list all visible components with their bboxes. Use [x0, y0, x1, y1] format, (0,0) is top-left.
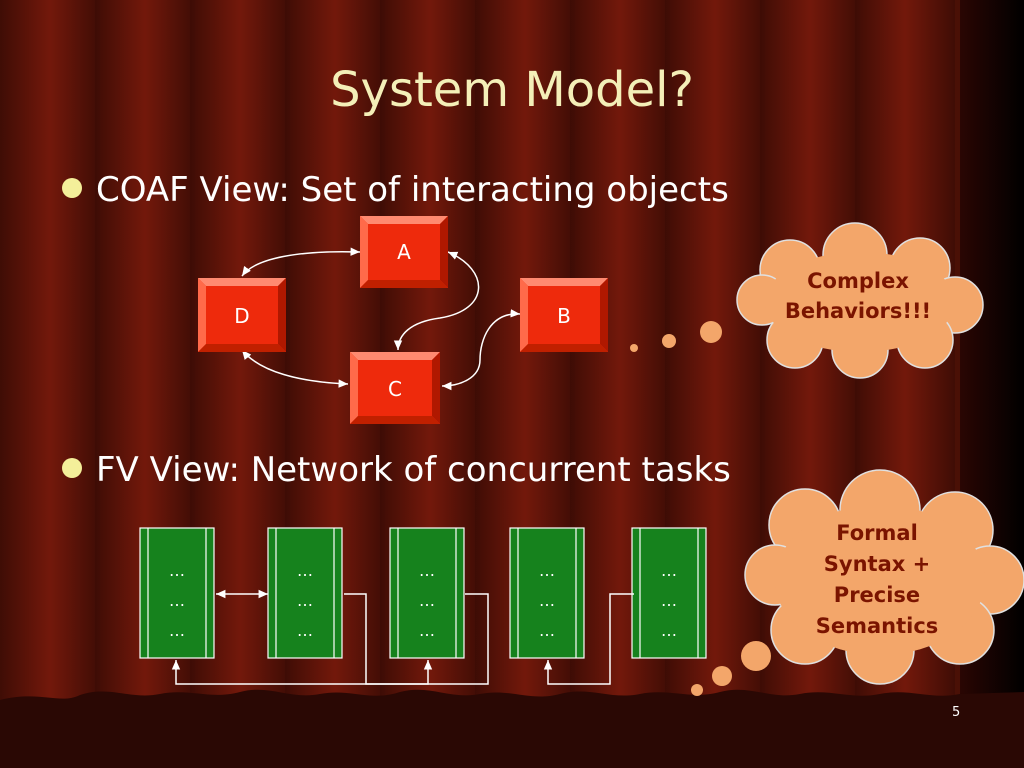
- task-line: …: [297, 621, 313, 640]
- cloud-formal-semantics: Formal Syntax + Precise Semantics: [744, 469, 1024, 685]
- cloud-bottom-line-1: Formal: [836, 521, 918, 545]
- object-c: C: [350, 352, 440, 424]
- arrow-task5-task4: [543, 593, 634, 685]
- task-connectors: [171, 589, 634, 685]
- thought-dot-medium: [712, 666, 732, 686]
- task-line: …: [661, 621, 677, 640]
- slide-title: System Model?: [330, 62, 694, 118]
- task-box: … … …: [631, 527, 707, 659]
- object-a-label: A: [397, 240, 411, 264]
- object-a: A: [360, 216, 448, 288]
- object-d-label: D: [234, 304, 249, 328]
- cloud-top-line-1: Complex: [807, 269, 909, 293]
- cloud-bottom-line-4: Semantics: [816, 614, 939, 638]
- task-line: …: [169, 561, 185, 580]
- arrow-d-c: [241, 349, 349, 388]
- arrow-a-d: [241, 247, 361, 277]
- bullet-dot-icon: [62, 457, 82, 478]
- bullet-dot-icon: [62, 177, 82, 198]
- task-line: …: [419, 621, 435, 640]
- task-line: …: [661, 591, 677, 610]
- thought-dot-small: [691, 684, 703, 696]
- object-b: B: [520, 278, 608, 352]
- task-line: …: [169, 621, 185, 640]
- cloud-top-line-2: Behaviors!!!: [785, 299, 931, 323]
- cloud-bottom-line-2: Syntax +: [824, 552, 930, 576]
- task-box: … … …: [267, 527, 343, 659]
- cloud-bottom-line-3: Precise: [834, 583, 920, 607]
- task-line: …: [297, 591, 313, 610]
- bullet-fv-view: FV View: Network of concurrent tasks: [62, 450, 731, 490]
- slide-number: 5: [952, 705, 961, 720]
- curtain-fold: [0, 0, 100, 768]
- task-line: …: [169, 591, 185, 610]
- task-line: …: [539, 561, 555, 580]
- bullet-text: FV View: Network of concurrent tasks: [96, 450, 731, 490]
- thought-dot-large: [741, 641, 771, 671]
- object-d: D: [198, 278, 286, 352]
- arrow-task3-task1: [171, 593, 489, 685]
- task-line: …: [297, 561, 313, 580]
- cloud-complex-behaviors: Complex Behaviors!!!: [736, 222, 984, 379]
- thought-dot-small: [630, 344, 638, 352]
- task-box: … … …: [389, 527, 465, 659]
- object-c-label: C: [388, 377, 402, 401]
- task-line: …: [539, 621, 555, 640]
- task-line: …: [419, 591, 435, 610]
- object-b-label: B: [557, 304, 571, 328]
- task-line: …: [539, 591, 555, 610]
- task-line: …: [661, 561, 677, 580]
- task-box: … … …: [139, 527, 215, 659]
- task-line: …: [419, 561, 435, 580]
- bullet-coaf-view: COAF View: Set of interacting objects: [62, 170, 729, 210]
- arrow-b-c: [441, 309, 521, 391]
- thought-dot-large: [700, 321, 722, 343]
- task-box: … … …: [509, 527, 585, 659]
- thought-dot-medium: [662, 334, 676, 348]
- bullet-text: COAF View: Set of interacting objects: [96, 170, 729, 210]
